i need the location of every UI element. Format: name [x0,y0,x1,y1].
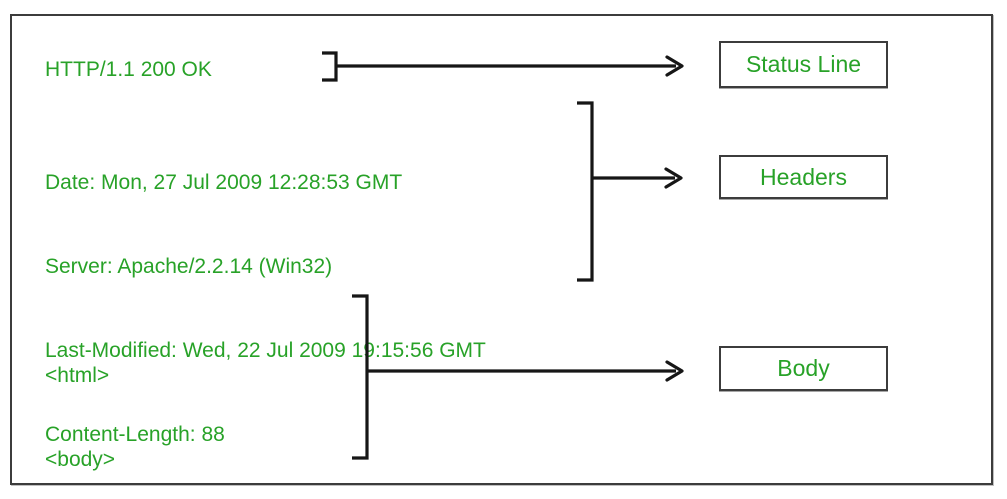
body-box: Body [719,346,888,391]
body-line-html-open: <html> [45,364,110,387]
body-line-body-open: <body> [45,448,116,471]
headers-box: Headers [719,155,888,199]
header-line-last-modified: Last-Modified: Wed, 22 Jul 2009 19:15:56… [45,339,486,362]
body-text-block: <html> <body> <h1>Hello, World!</h1> </b… [45,306,266,499]
headers-text-block: Date: Mon, 27 Jul 2009 12:28:53 GMT Serv… [45,113,486,499]
body-box-label: Body [777,355,830,381]
status-line-box: Status Line [719,41,888,88]
header-line-server: Server: Apache/2.2.14 (Win32) [45,255,333,278]
headers-box-label: Headers [760,163,847,190]
diagram-border [10,14,993,485]
header-line-content-length: Content-Length: 88 [45,423,225,446]
header-line-date: Date: Mon, 27 Jul 2009 12:28:53 GMT [45,171,403,194]
status-line-text: HTTP/1.1 200 OK [45,58,212,81]
status-line-box-label: Status Line [745,51,862,77]
